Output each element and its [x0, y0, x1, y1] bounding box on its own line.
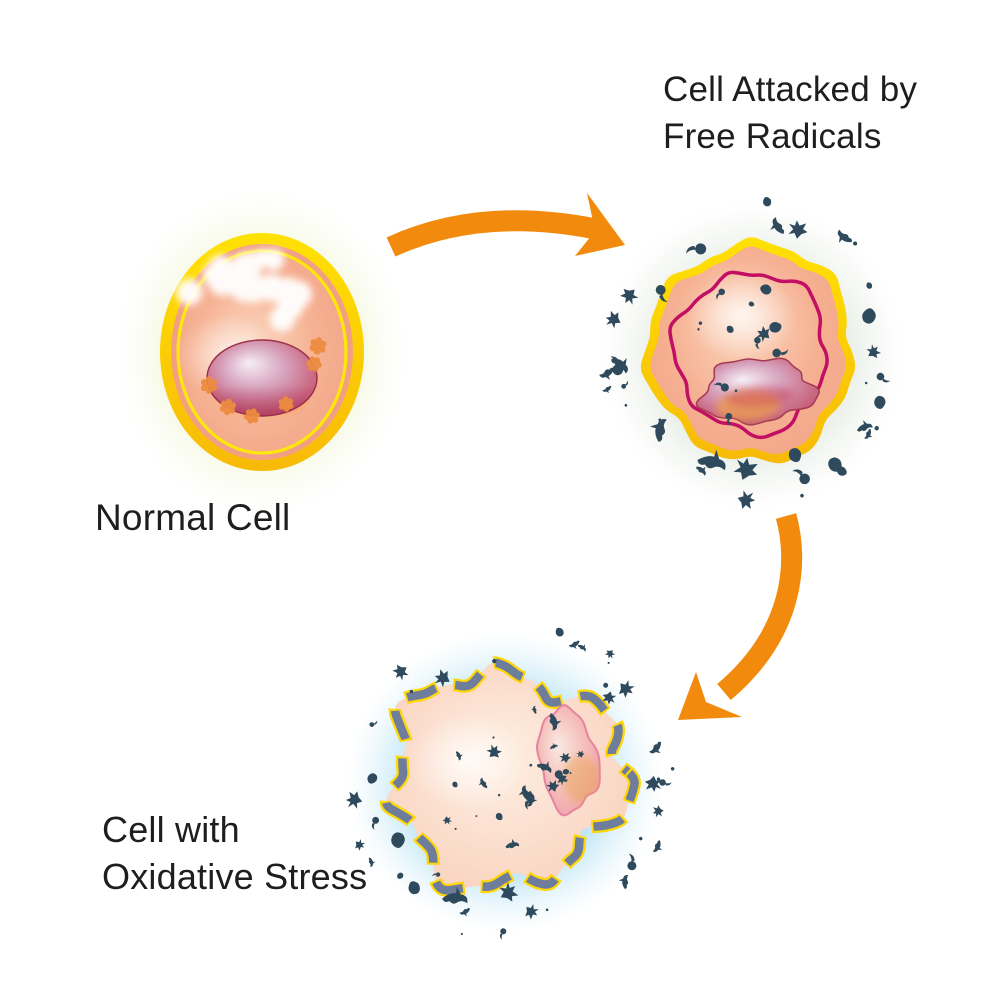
stressed-cell-label-line1: Cell with — [102, 809, 240, 850]
arrow-shaft — [717, 513, 803, 701]
cytoplasm-highlight — [410, 714, 526, 810]
stressed-cell-label-line2: Oxidative Stress — [102, 856, 368, 897]
arrow-normal-to-attacked — [386, 193, 625, 257]
normal-cell-label-line1: Normal Cell — [95, 497, 291, 538]
cytoplasm-highlight — [687, 271, 797, 361]
vesicle-cloud — [175, 248, 312, 332]
arrow-shaft — [386, 210, 599, 257]
free-radical-particle — [607, 661, 610, 665]
free-radical-particle — [554, 626, 565, 638]
arrow-attacked-to-stressed — [678, 513, 803, 720]
broken-membrane-segments — [381, 658, 639, 895]
attacked-cell-label-line2: Free Radicals — [663, 117, 882, 156]
free-radical-particle — [670, 766, 676, 772]
nucleus-shading — [207, 340, 317, 416]
free-radical-particle — [603, 647, 617, 661]
free-radical-particle — [650, 839, 666, 856]
normal-cell-illustration — [160, 233, 364, 471]
normal-cell-label: Normal Cell — [95, 495, 290, 541]
stressed-cell-label: Cell with Oxidative Stress — [102, 806, 367, 900]
nucleus — [695, 357, 820, 426]
damaged-inner-membrane — [668, 270, 829, 440]
stressed-cell-illustration — [344, 626, 676, 941]
arrow-head — [575, 193, 625, 256]
attacked-cell-label: Cell Attacked by Free Radicals — [663, 66, 917, 160]
attacked-cell-illustration — [598, 196, 891, 512]
attacked-cell-label-line1: Cell Attacked by — [663, 70, 918, 109]
free-radical-particle — [460, 932, 464, 936]
arrow-head — [678, 672, 742, 720]
